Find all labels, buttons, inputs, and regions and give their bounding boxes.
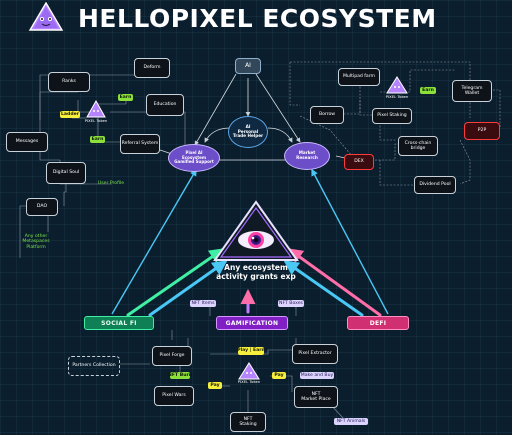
ladder-badge: Ladder [60, 111, 80, 118]
pixel-token-label: PIXEL Token [84, 118, 108, 124]
make-and-buy-badge: Make and Buy [300, 372, 334, 379]
nft-burn-badge: NFT Burn [167, 372, 193, 379]
messages-node: Messages [6, 132, 48, 152]
social-fi-category: SOCIAL FI [84, 316, 154, 330]
ai-node: AI [235, 58, 261, 74]
hub-caption-line2: activity grants exp [216, 272, 296, 281]
defi-pixel-token-icon [386, 76, 408, 94]
pixel-wars-node: Pixel Wars [154, 386, 194, 406]
referral-system-node: Referral System [120, 134, 160, 154]
pay-badge-left: Pay [208, 382, 222, 389]
trade-helper-node: AI Personal Trade Helper [228, 116, 268, 148]
p2p-node: P2P [464, 122, 500, 140]
deform-node: Deform [134, 58, 170, 78]
gami-pixel-token-label: PIXEL Token [237, 379, 261, 385]
gamification-category: GAMIFICATION [216, 316, 288, 330]
ranks-node: Ranks [48, 72, 90, 92]
metaspaces-label: Any other Metaspaces Platform [22, 234, 50, 250]
user-profile-label: User Profile [97, 181, 125, 187]
pixel-forge-node: Pixel Forge [152, 346, 192, 366]
earn-badge: Earn [118, 94, 133, 101]
digital-soul-node: Digital Soul [46, 162, 86, 184]
ecosystem-support-node: Pixel AI Ecosystem Gamified Support [168, 144, 220, 172]
pixel-extractor-node: Pixel Extractor [292, 344, 338, 364]
all-seeing-eye-icon [213, 200, 299, 264]
pixel-mascot-logo [28, 1, 64, 32]
pay-badge-right: Pay [272, 372, 286, 379]
earn-badge-2: Earn [90, 136, 105, 143]
nft-items-badge: NFT Items [190, 300, 216, 307]
dao-node: DAO [26, 198, 58, 216]
education-node: Education [146, 94, 184, 116]
gami-pixel-token-icon [238, 362, 260, 380]
borrow-node: Borrow [310, 106, 344, 124]
partners-collection-label: Partners Collection [72, 363, 116, 369]
dex-node: DEX [344, 154, 374, 170]
nft-staking-node: NFT Staking [230, 412, 266, 432]
defi-pixel-token-label: PIXEL Token [385, 94, 409, 100]
defi-category: DEFI [347, 316, 409, 330]
defi-earn-badge: Earn [420, 87, 436, 94]
hub-caption-line1: Any ecosystem [224, 263, 288, 272]
page-title: HELLOPIXEL ECOSYSTEM [78, 4, 437, 33]
partners-collection-box [68, 356, 120, 376]
cross-chain-bridge-node: Cross-chain bridge [398, 136, 438, 156]
nft-boxes-badge: NFT Boxes [278, 300, 304, 307]
pixel-staking-node: Pixel Staking [372, 108, 412, 124]
hub-caption: Any ecosystem activity grants exp [196, 263, 316, 281]
multipad-farm-node: Multipad farm [338, 68, 380, 86]
nft-animals-badge: NFT Animals [334, 418, 368, 425]
telegram-wallet-node: Telegram Wallet [452, 80, 492, 102]
play-earn-badge: Play | Earn [237, 347, 265, 355]
nft-market-place-node: NFT Market Place [294, 386, 338, 408]
market-research-node: Market Research [284, 142, 330, 170]
dividend-pool-node: Dividend Pool [414, 176, 456, 194]
pixel-token-icon [86, 99, 106, 118]
